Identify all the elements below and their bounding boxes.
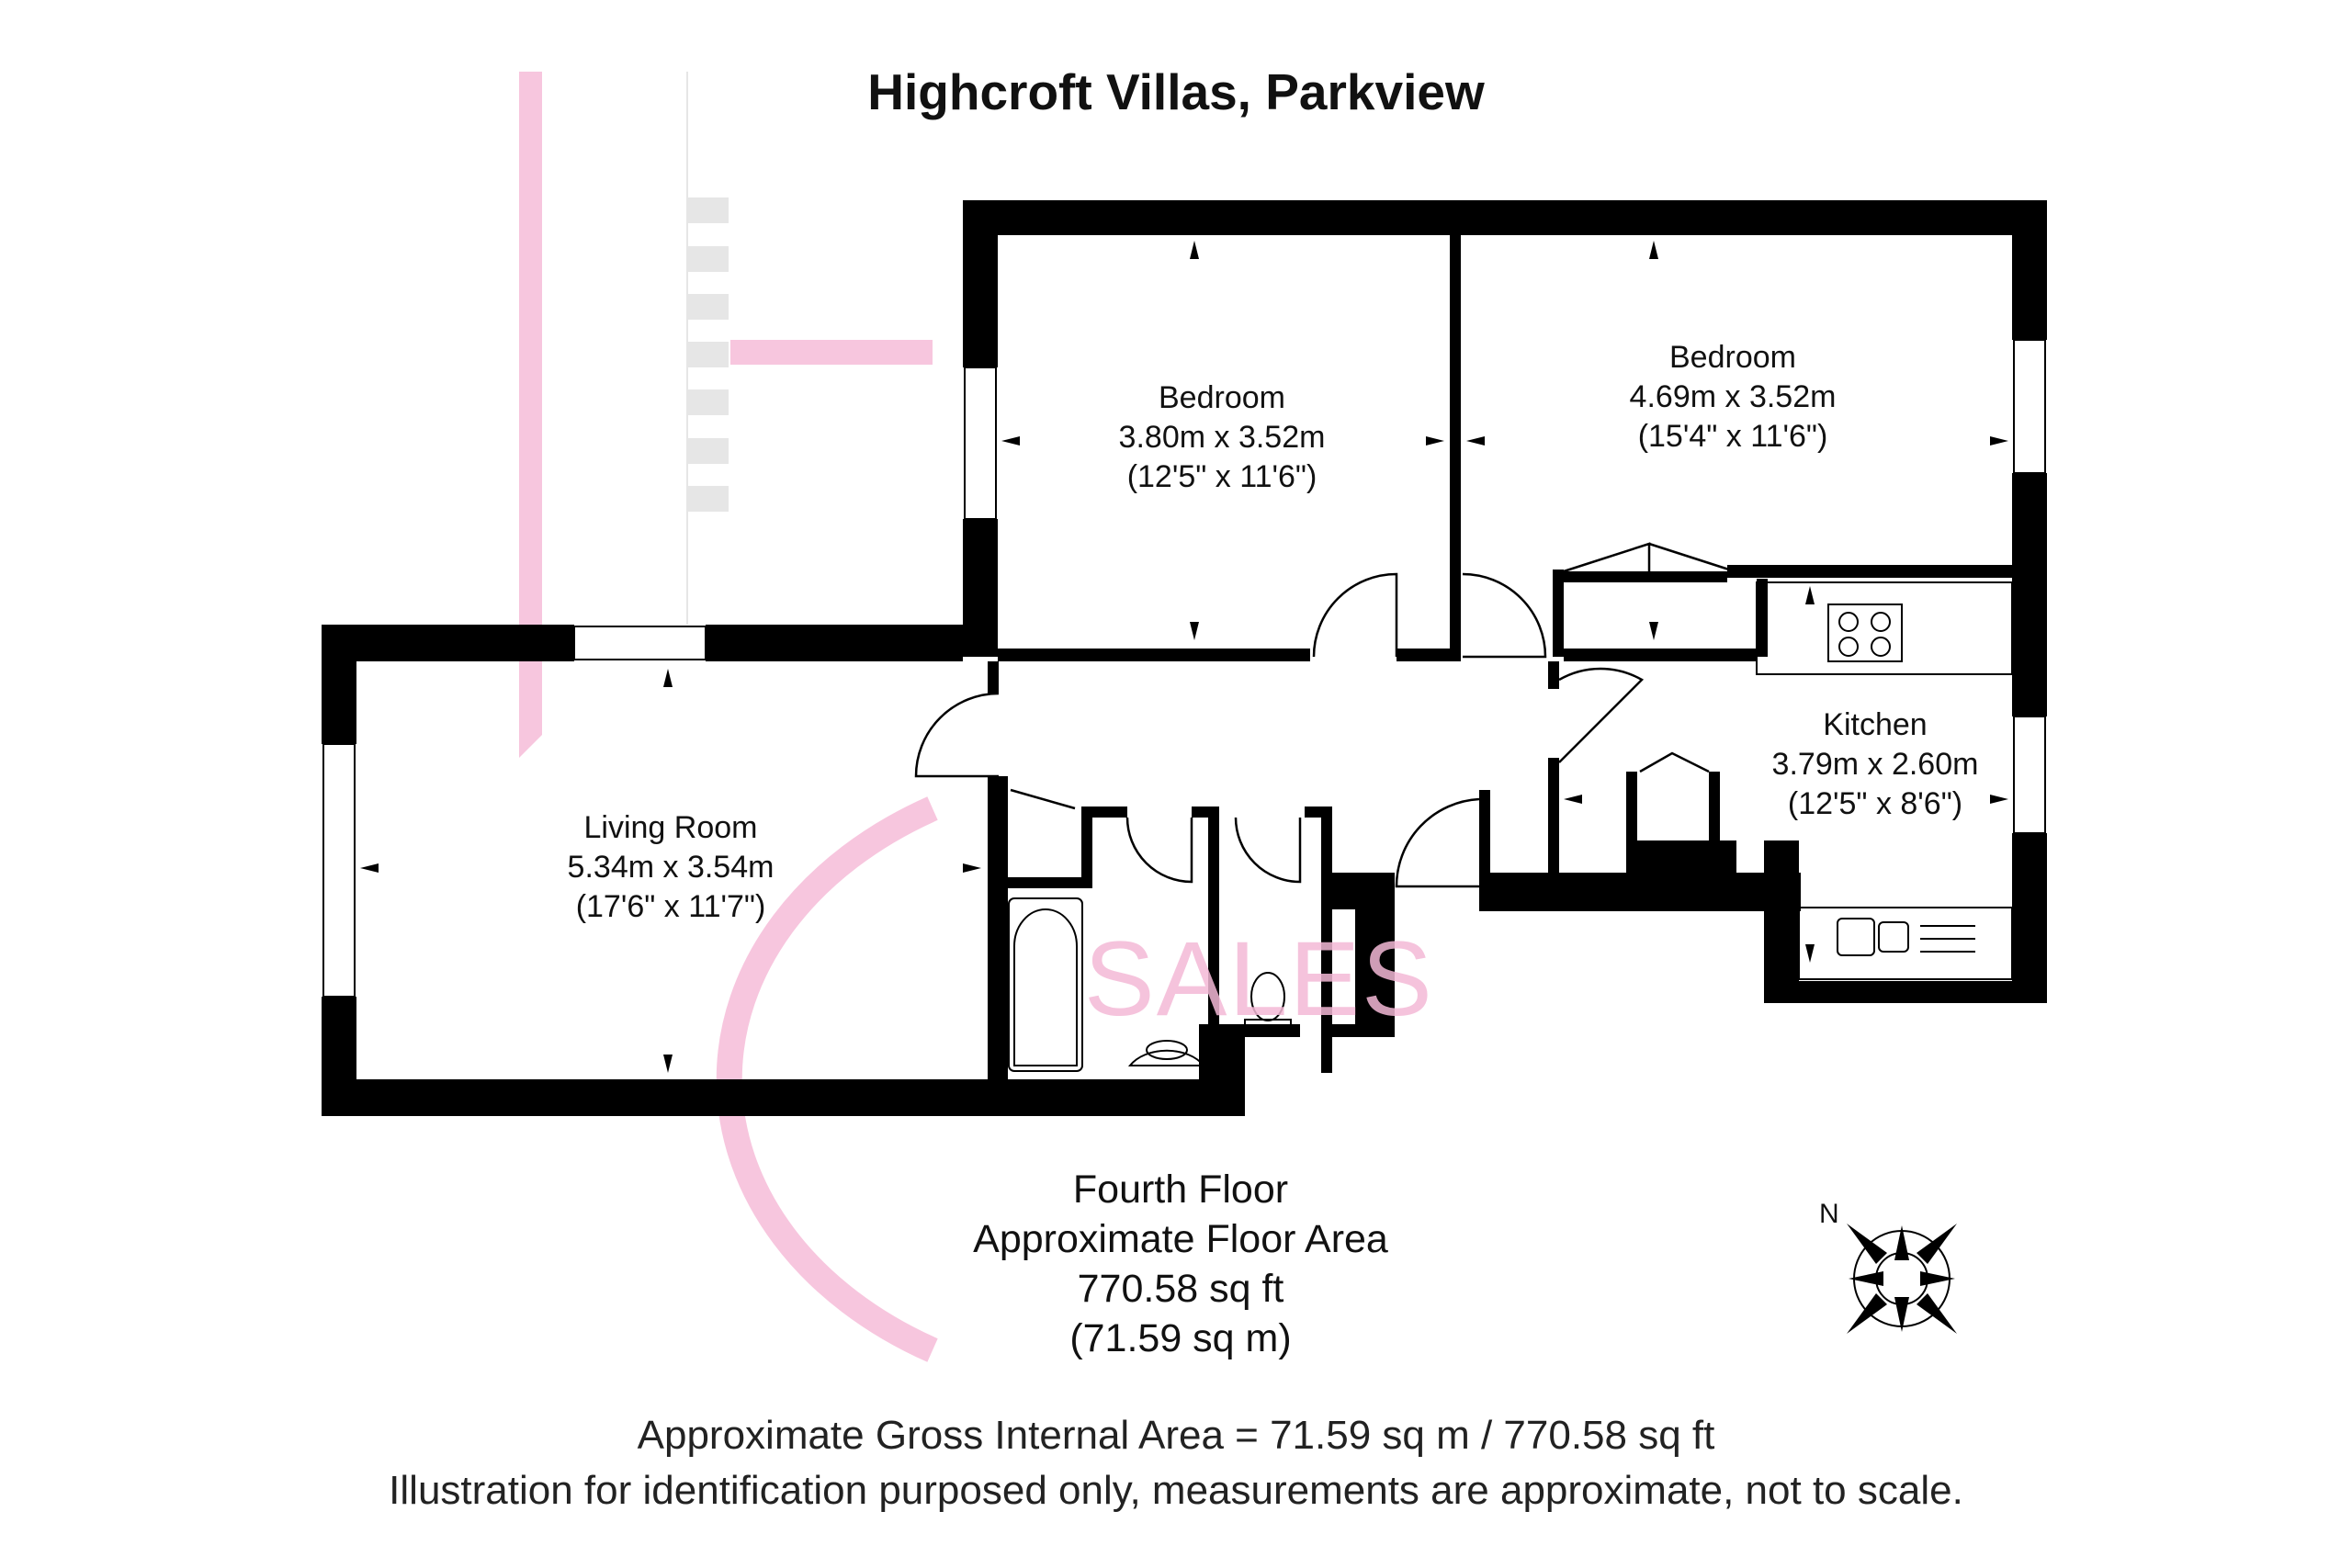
floor-area-sqft: 770.58 sq ft — [1077, 1267, 1284, 1311]
windows — [322, 339, 2046, 998]
gross-area-text: Approximate Gross Internal Area = 71.59 … — [637, 1413, 1715, 1458]
dimension-arrows — [360, 241, 2008, 1073]
room-dimensions-imperial: (15'4" x 11'6") — [1637, 419, 1828, 454]
compass-north-label: N — [1819, 1199, 1839, 1229]
watermark-logo — [519, 72, 933, 758]
room-label-bedroom-1: Bedroom 3.80m x 3.52m (12'5" x 11'6") — [1119, 378, 1326, 497]
room-name: Bedroom — [1669, 340, 1796, 375]
room-name: Living Room — [583, 810, 758, 845]
room-label-living-room: Living Room 5.34m x 3.54m (17'6" x 11'7"… — [568, 808, 775, 927]
fixtures — [1008, 581, 2013, 1072]
disclaimer-text: Illustration for identification purposed… — [389, 1468, 1963, 1513]
floor-name: Fourth Floor — [1072, 1168, 1289, 1212]
room-name: Kitchen — [1823, 707, 1928, 742]
page-title: Highcroft Villas, Parkview — [867, 63, 1485, 120]
room-label-kitchen: Kitchen 3.79m x 2.60m (12'5" x 8'6") — [1772, 705, 1979, 824]
floor-area-label: Approximate Floor Area — [973, 1217, 1388, 1261]
walls — [322, 200, 2047, 1116]
room-dimensions-metric: 5.34m x 3.54m — [567, 850, 775, 885]
compass-rose — [1847, 1224, 1957, 1334]
room-dimensions-metric: 3.79m x 2.60m — [1771, 747, 1979, 782]
room-dimensions-metric: 3.80m x 3.52m — [1118, 420, 1326, 455]
room-dimensions-imperial: (12'5" x 11'6") — [1126, 459, 1317, 494]
doors — [914, 542, 1736, 888]
room-dimensions-imperial: (12'5" x 8'6") — [1787, 786, 1963, 821]
room-name: Bedroom — [1159, 380, 1285, 415]
watermark-text: SALES — [1084, 920, 1434, 1038]
room-dimensions-imperial: (17'6" x 11'7") — [575, 889, 766, 924]
floor-area-info: Fourth Floor Approximate Floor Area 770.… — [973, 1165, 1388, 1363]
room-dimensions-metric: 4.69m x 3.52m — [1629, 379, 1837, 414]
room-label-bedroom-2: Bedroom 4.69m x 3.52m (15'4" x 11'6") — [1630, 338, 1837, 457]
floor-area-sqm: (71.59 sq m) — [1069, 1316, 1292, 1360]
